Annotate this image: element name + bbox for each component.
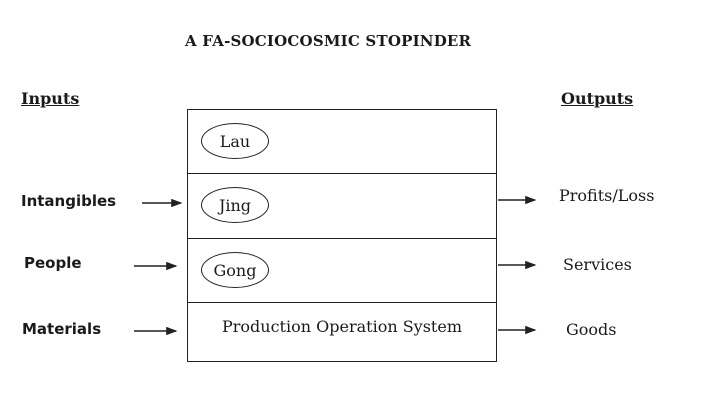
jing-oval: Jing [201,187,269,223]
layer-lau: Lau [187,109,497,173]
outputs-header: Outputs [561,89,634,108]
input-intangibles: Intangibles [21,192,117,210]
jing-label: Jing [218,195,252,215]
layer-gong: Gong [187,238,497,302]
layer-production: Production Operation System [187,302,497,362]
lau-label: Lau [219,131,251,151]
gong-oval: Gong [201,252,269,288]
inputs-header: Inputs [21,89,80,108]
diagram-title: A FA-SOCIOCOSMIC STOPINDER [185,32,472,50]
input-people: People [24,254,82,272]
production-system-label: Production Operation System [222,317,462,336]
output-services: Services [563,255,632,274]
output-goods: Goods [566,320,617,339]
output-profits-loss: Profits/Loss [559,186,655,205]
input-materials: Materials [22,320,102,338]
lau-oval: Lau [201,123,269,159]
layer-jing: Jing [187,173,497,238]
gong-label: Gong [213,260,257,280]
